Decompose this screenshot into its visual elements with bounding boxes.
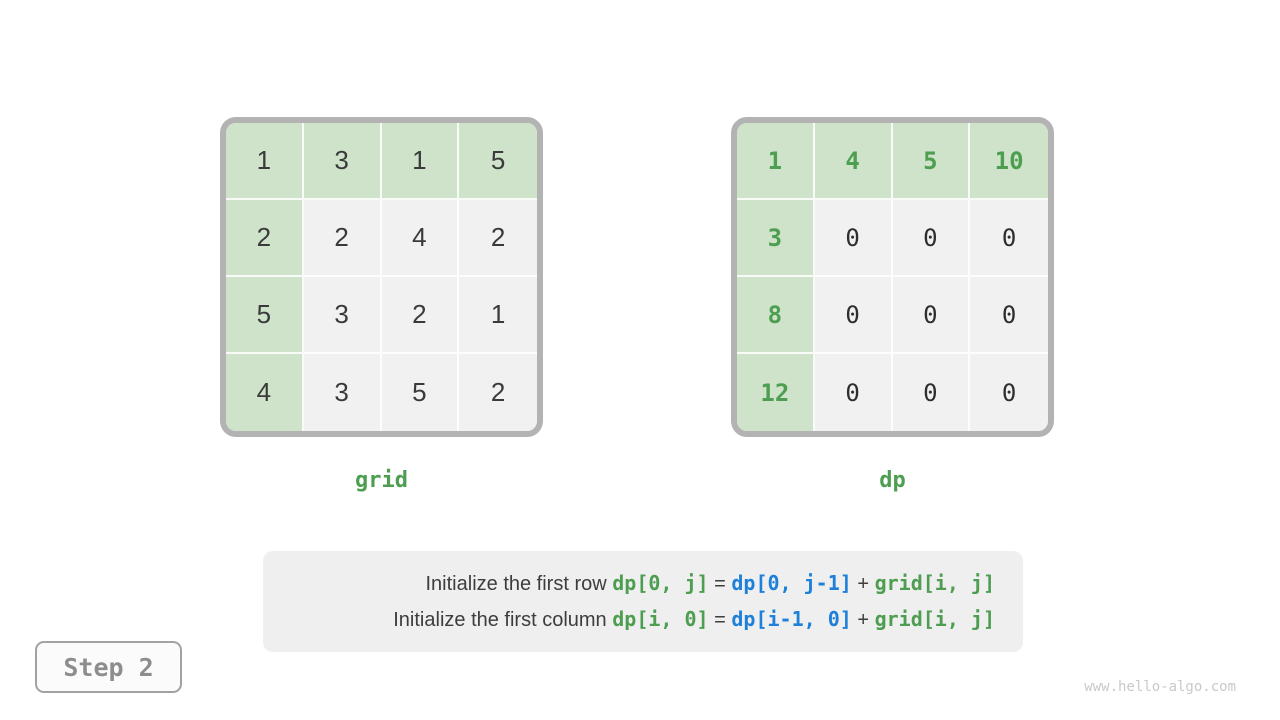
caption-segment-green: dp[i, 0] bbox=[612, 607, 709, 631]
dp-cell-r2c2: 0 bbox=[892, 277, 971, 354]
grid-cell-r3c3: 2 bbox=[459, 354, 537, 431]
caption-segment-plain: + bbox=[851, 573, 875, 595]
caption-segment-plain: = bbox=[708, 573, 732, 595]
caption-segment-blue: dp[i-1, 0] bbox=[731, 607, 852, 631]
watermark: www.hello-algo.com bbox=[1084, 679, 1236, 695]
caption-segment-plain: Initialize the first row bbox=[425, 573, 613, 595]
step-badge: Step 2 bbox=[35, 641, 182, 693]
dp-cell-r3c1: 0 bbox=[814, 354, 893, 431]
grid-cell-r1c2: 4 bbox=[381, 200, 460, 277]
caption-segment-green: dp[0, j] bbox=[612, 571, 709, 595]
caption-segment-green: grid[i, j] bbox=[874, 607, 995, 631]
grid-cell-r0c3: 5 bbox=[459, 123, 537, 200]
dp-cell-r2c3: 0 bbox=[970, 277, 1048, 354]
caption-segment-blue: dp[0, j-1] bbox=[731, 571, 852, 595]
dp-cell-r1c2: 0 bbox=[892, 200, 971, 277]
dp-cell-r0c3: 10 bbox=[970, 123, 1048, 200]
grid-cell-r1c1: 2 bbox=[303, 200, 382, 277]
grid-cell-r1c0: 2 bbox=[226, 200, 304, 277]
grid-cell-r2c0: 5 bbox=[226, 277, 304, 354]
dp-cell-r0c1: 4 bbox=[814, 123, 893, 200]
caption-box: Initialize the first row dp[0, j] = dp[0… bbox=[263, 551, 1023, 652]
dp-cell-r0c0: 1 bbox=[737, 123, 815, 200]
caption-segment-green: grid[i, j] bbox=[874, 571, 995, 595]
grid-cell-r3c1: 3 bbox=[303, 354, 382, 431]
grid-matrix-title: grid bbox=[355, 468, 408, 493]
grid-cell-r0c1: 3 bbox=[303, 123, 382, 200]
dp-cell-r1c0: 3 bbox=[737, 200, 815, 277]
grid-cell-r3c2: 5 bbox=[381, 354, 460, 431]
grid-cell-r0c0: 1 bbox=[226, 123, 304, 200]
caption-segment-plain: Initialize the first column bbox=[393, 609, 613, 631]
dp-cell-r1c1: 0 bbox=[814, 200, 893, 277]
dp-cell-r3c2: 0 bbox=[892, 354, 971, 431]
grid-cell-r3c0: 4 bbox=[226, 354, 304, 431]
grid-cell-r1c3: 2 bbox=[459, 200, 537, 277]
dp-cell-r1c3: 0 bbox=[970, 200, 1048, 277]
caption-segment-plain: + bbox=[851, 609, 875, 631]
caption-segment-plain: = bbox=[708, 609, 732, 631]
dp-cell-r3c3: 0 bbox=[970, 354, 1048, 431]
dp-cell-r2c0: 8 bbox=[737, 277, 815, 354]
dp-matrix-title: dp bbox=[879, 468, 906, 493]
step-badge-label: Step 2 bbox=[63, 652, 154, 682]
caption-line-1: Initialize the first row dp[0, j] = dp[0… bbox=[263, 570, 996, 597]
dp-cell-r3c0: 12 bbox=[737, 354, 815, 431]
grid-cell-r2c1: 3 bbox=[303, 277, 382, 354]
dp-cell-r0c2: 5 bbox=[892, 123, 971, 200]
grid-cell-r0c2: 1 bbox=[381, 123, 460, 200]
caption-line-2: Initialize the first column dp[i, 0] = d… bbox=[263, 606, 995, 633]
dp-cell-r2c1: 0 bbox=[814, 277, 893, 354]
grid-cell-r2c3: 1 bbox=[459, 277, 537, 354]
grid-cell-r2c2: 2 bbox=[381, 277, 460, 354]
